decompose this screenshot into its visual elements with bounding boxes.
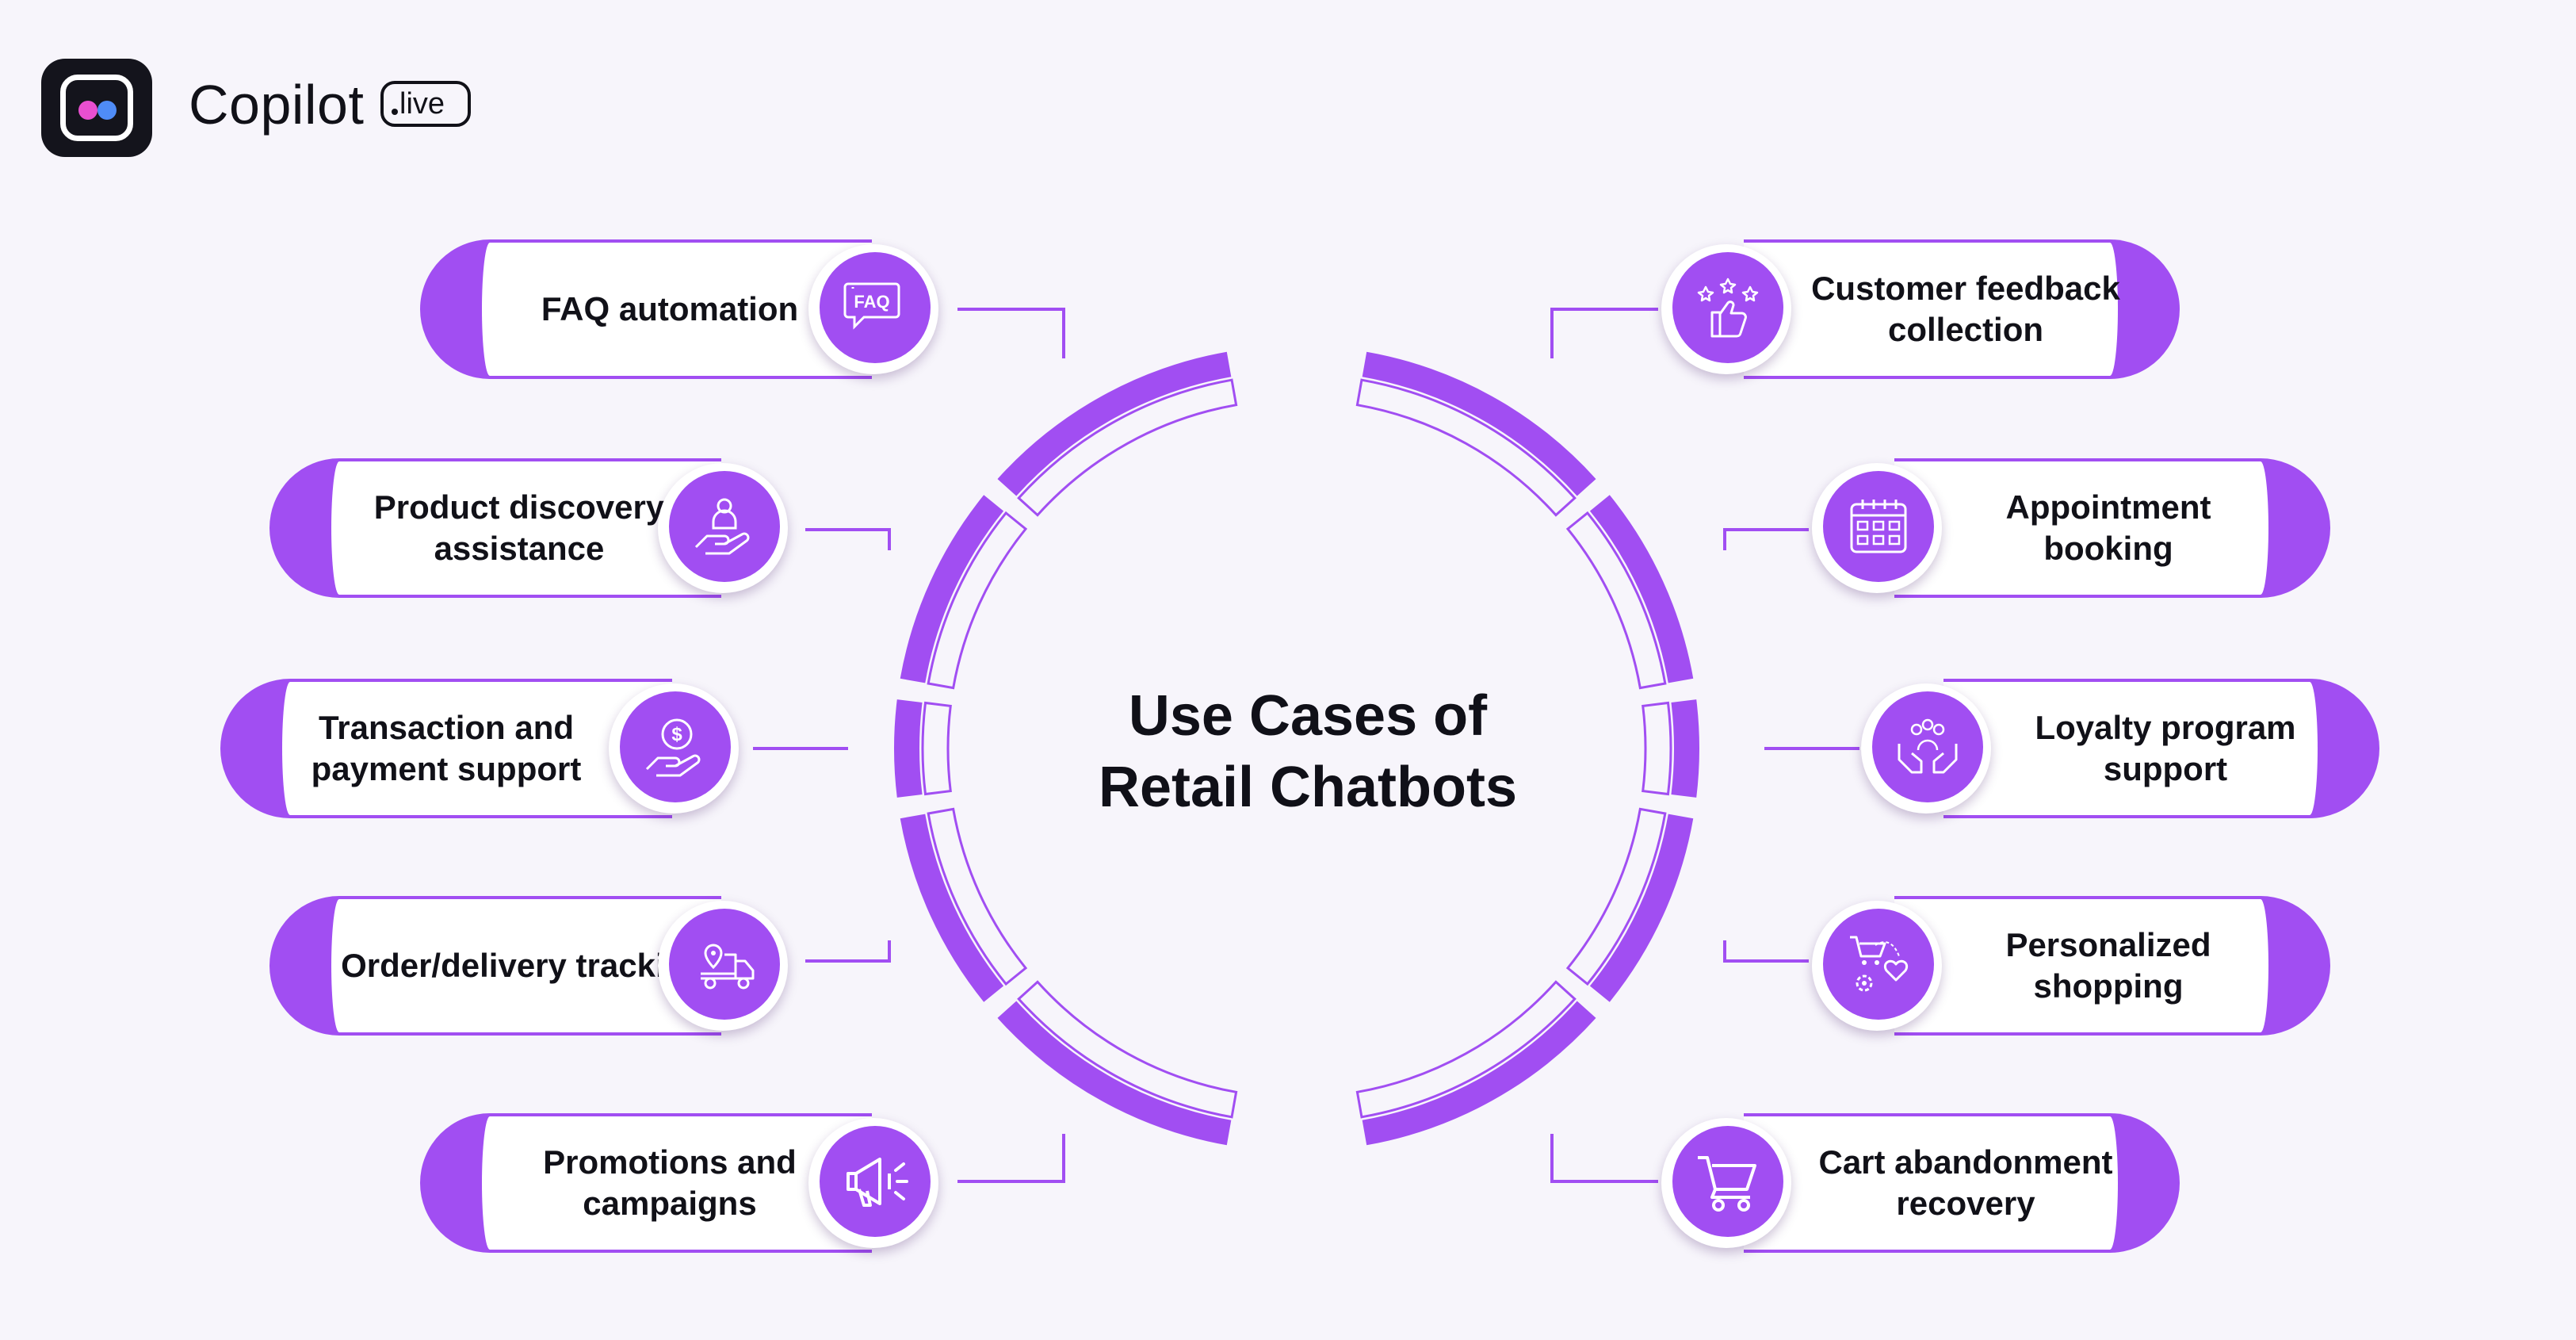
use-case-label: Cart abandonment recovery bbox=[1818, 1143, 2113, 1222]
icon-badge bbox=[658, 901, 788, 1031]
icon-badge bbox=[1812, 463, 1942, 593]
use-case-order-tracking: Order/delivery tracking bbox=[269, 896, 793, 1036]
icon-badge: $ bbox=[609, 683, 739, 814]
connector-line-4 bbox=[957, 1134, 1065, 1183]
connector-line-6 bbox=[1723, 528, 1809, 550]
delivery-truck-icon bbox=[701, 944, 755, 990]
connector-line-1 bbox=[805, 528, 891, 550]
pill-background bbox=[269, 896, 721, 1036]
icon-badge bbox=[1661, 1118, 1791, 1248]
loyalty-hands-icon bbox=[1898, 718, 1958, 774]
icon-badge bbox=[1861, 683, 1991, 814]
ring-segment-8 bbox=[1589, 814, 1694, 1002]
use-case-label: Order/delivery tracking bbox=[341, 947, 705, 984]
ring-inner-outline bbox=[927, 807, 1028, 986]
logo-dot-pink bbox=[78, 101, 97, 120]
ring-segment-7 bbox=[1671, 699, 1699, 798]
ring-segment-3 bbox=[900, 495, 1004, 683]
use-case-promotions: Promotions and campaigns bbox=[420, 1113, 943, 1253]
ring-segment-5 bbox=[1362, 351, 1596, 496]
icon-badge bbox=[1812, 901, 1942, 1031]
ring-segment-0 bbox=[997, 1001, 1232, 1146]
brand-tag-dot bbox=[392, 109, 398, 115]
logo-frame bbox=[60, 75, 133, 141]
faq-icon: FAQ bbox=[843, 282, 900, 330]
svg-text:FAQ: FAQ bbox=[854, 292, 889, 312]
ring-segment-4 bbox=[997, 351, 1232, 496]
pill-background bbox=[420, 239, 872, 379]
use-case-label: Transaction and payment support bbox=[311, 709, 582, 787]
use-case-product-discovery: Product discovery assistance bbox=[269, 458, 793, 598]
cart-heart-icon bbox=[1850, 936, 1908, 992]
logo-dot-blue bbox=[97, 101, 117, 120]
icon-badge bbox=[658, 463, 788, 593]
brand-name: Copilot bbox=[189, 74, 365, 136]
ring-inner-outline bbox=[1017, 378, 1238, 517]
calendar-icon bbox=[1850, 500, 1907, 553]
hand-dollar-icon: $ bbox=[645, 718, 701, 777]
connector-line-9 bbox=[1550, 1134, 1658, 1183]
use-case-label: Customer feedback collection bbox=[1811, 270, 2120, 348]
ring-segment-2 bbox=[894, 699, 923, 798]
use-case-appointment-booking: Appointment booking bbox=[1812, 458, 2330, 598]
title-line-2: Retail Chatbots bbox=[1098, 756, 1518, 819]
use-case-transaction-payment: Transaction and payment support $ bbox=[220, 679, 743, 818]
icon-badge bbox=[1661, 244, 1791, 374]
ring-inner-outline bbox=[1565, 807, 1667, 986]
ring-inner-outline bbox=[1017, 980, 1238, 1119]
use-case-label: Personalized shopping bbox=[2005, 926, 2211, 1005]
icon-badge: FAQ bbox=[808, 244, 938, 374]
use-case-label: Appointment booking bbox=[2005, 488, 2211, 567]
ring-inner-outline bbox=[1355, 378, 1577, 517]
logo bbox=[41, 59, 152, 157]
connector-line-5 bbox=[1550, 308, 1658, 358]
connector-line-3 bbox=[805, 940, 891, 963]
ring-inner-outline bbox=[1642, 701, 1672, 796]
use-case-faq-automation: FAQ automation FAQ bbox=[420, 239, 943, 379]
icon-badge bbox=[808, 1118, 938, 1248]
thumbs-up-stars-icon bbox=[1697, 278, 1759, 338]
pill-background bbox=[420, 1113, 872, 1253]
ring-inner-outline bbox=[927, 511, 1028, 690]
diagram-title: Use Cases of Retail Chatbots bbox=[975, 680, 1641, 823]
ring-segment-9 bbox=[1362, 1001, 1596, 1146]
ring-segment-6 bbox=[1589, 495, 1694, 683]
use-case-customer-feedback: Customer feedback collection bbox=[1661, 239, 2180, 379]
ring-inner-outline bbox=[1565, 511, 1667, 690]
shopping-cart-icon bbox=[1698, 1156, 1756, 1212]
ring-inner-outline bbox=[1355, 980, 1577, 1119]
use-case-label: FAQ automation bbox=[541, 290, 799, 327]
pill-background bbox=[220, 679, 672, 818]
brand-tag: live bbox=[380, 81, 471, 127]
pill-background bbox=[269, 458, 721, 598]
pill-background bbox=[1744, 1113, 2180, 1253]
use-case-label: Promotions and campaigns bbox=[543, 1143, 797, 1222]
connector-line-8 bbox=[1723, 940, 1809, 963]
use-case-personalized-shopping: Personalized shopping bbox=[1812, 896, 2330, 1036]
use-case-loyalty-program: Loyalty program support bbox=[1861, 679, 2379, 818]
use-case-cart-abandonment: Cart abandonment recovery bbox=[1661, 1113, 2180, 1253]
ring-inner-outline bbox=[921, 701, 952, 796]
ring-segment-1 bbox=[900, 814, 1004, 1002]
title-line-1: Use Cases of bbox=[1128, 684, 1488, 748]
brand-tag-text: live bbox=[399, 87, 445, 121]
use-case-label: Product discovery assistance bbox=[373, 488, 665, 567]
use-case-label: Loyalty program support bbox=[2035, 709, 2296, 787]
pill-background bbox=[1894, 896, 2330, 1036]
megaphone-icon bbox=[847, 1158, 908, 1207]
hand-person-icon bbox=[694, 498, 750, 555]
svg-text:$: $ bbox=[671, 724, 682, 745]
connector-line-0 bbox=[957, 308, 1065, 358]
